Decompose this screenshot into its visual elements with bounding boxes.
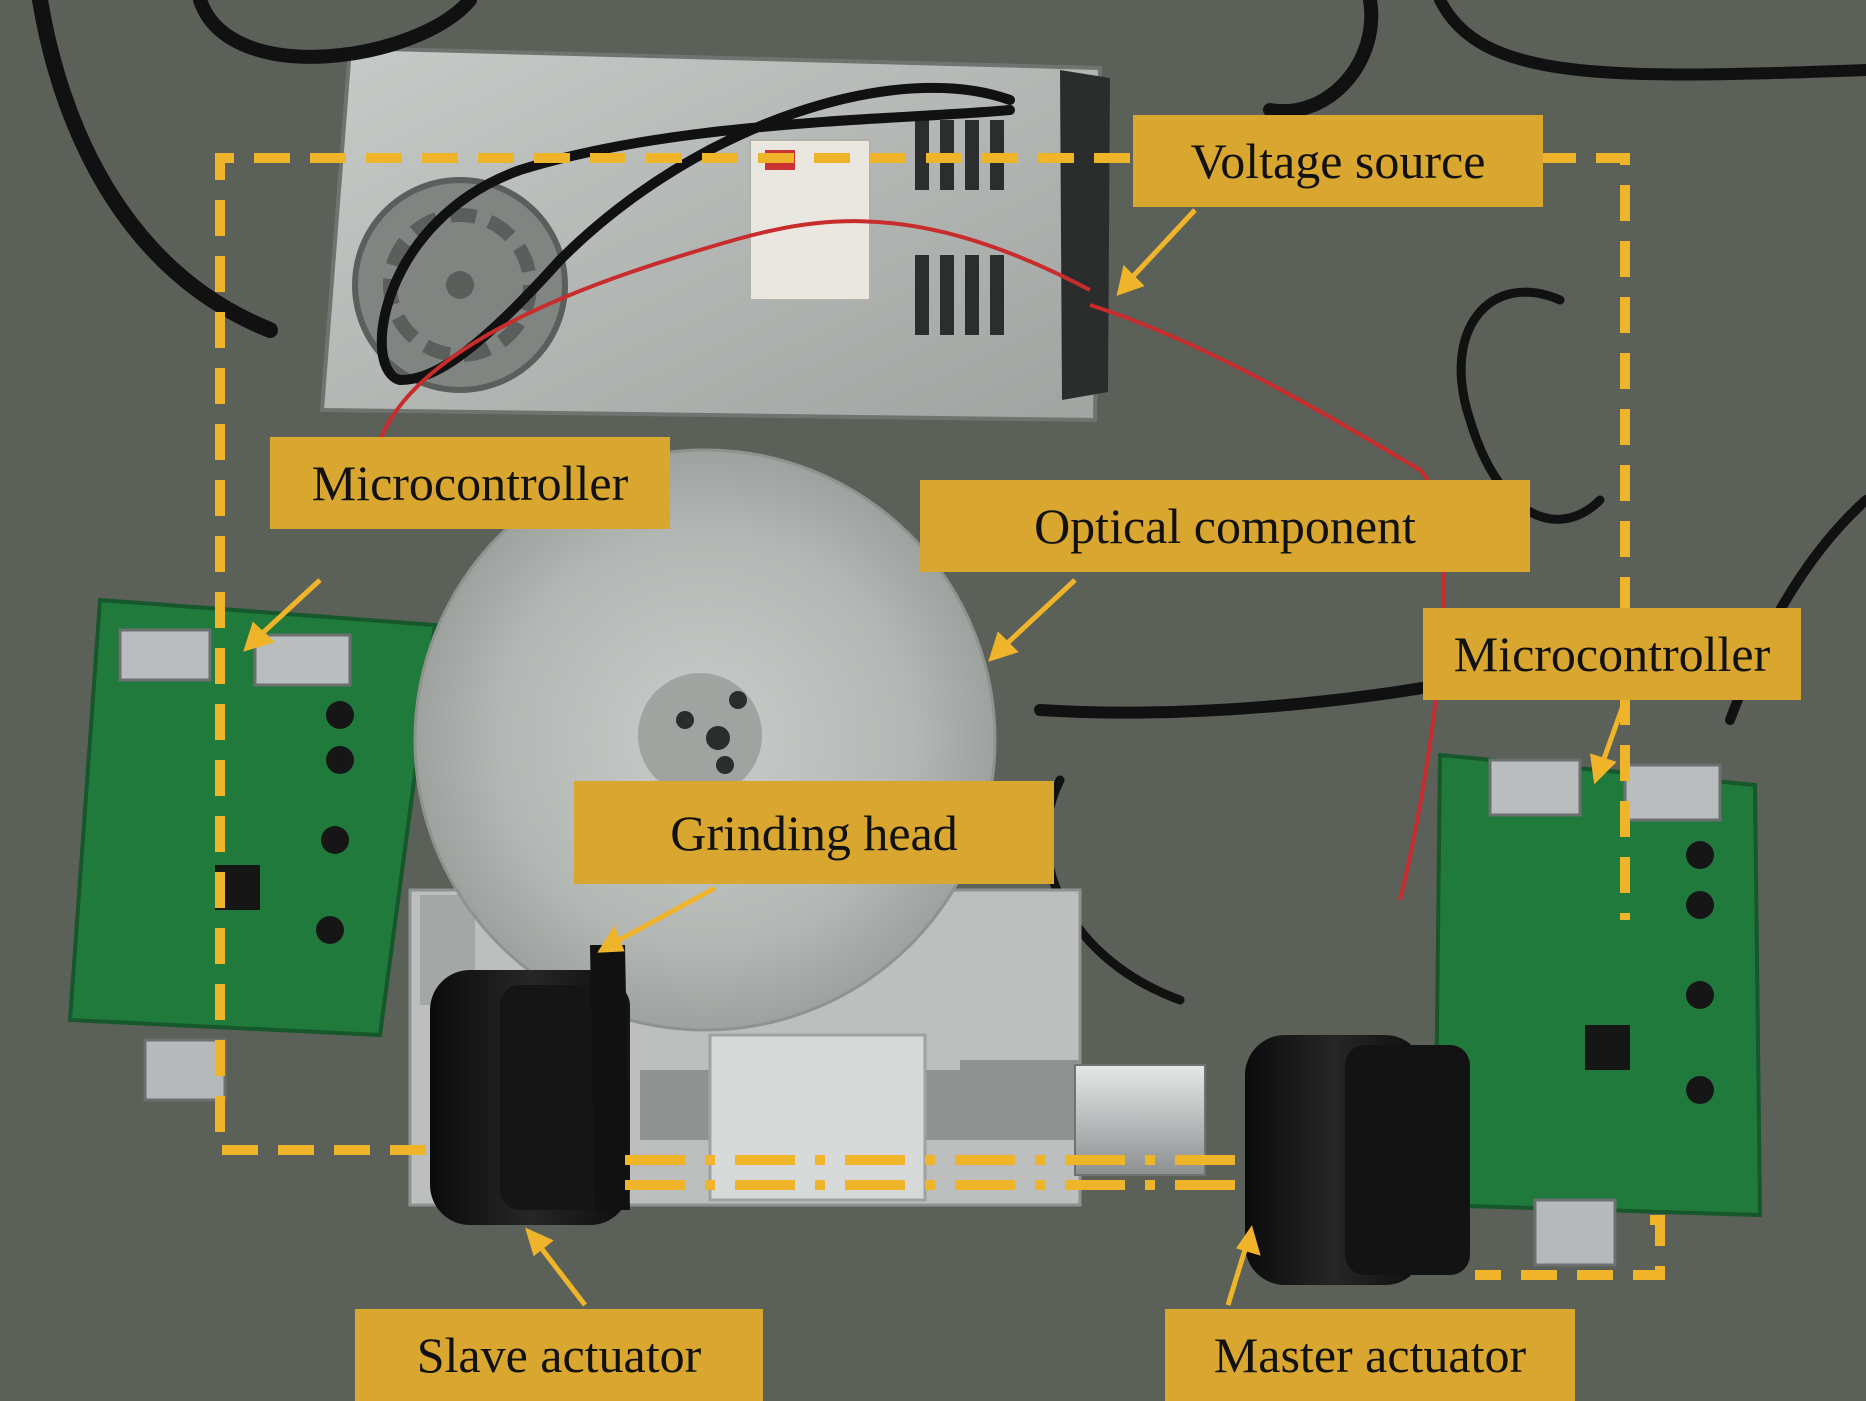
right-pcb: [1432, 752, 1763, 1267]
label-microcontroller-right: Microcontroller: [1423, 608, 1801, 700]
annotation-arrows: [243, 208, 1628, 1307]
voltage-source-unit: [319, 45, 1110, 423]
label-master-actuator: Master actuator: [1165, 1309, 1575, 1401]
label-grinding-head: Grinding head: [574, 781, 1054, 884]
label-optical-component: Optical component: [920, 480, 1530, 572]
optical-component-disc: [413, 448, 997, 1032]
grinding-head-arm: [590, 945, 630, 1210]
left-pcb: [67, 597, 438, 1102]
master-actuator-body: [1245, 1035, 1470, 1285]
coupling-line: [625, 1155, 1240, 1190]
red-wires: [378, 219, 1446, 901]
label-voltage-source: Voltage source: [1133, 115, 1543, 207]
shaft-assembly: [640, 1033, 1206, 1202]
label-microcontroller-left: Microcontroller: [270, 437, 670, 529]
label-slave-actuator: Slave actuator: [355, 1309, 763, 1401]
